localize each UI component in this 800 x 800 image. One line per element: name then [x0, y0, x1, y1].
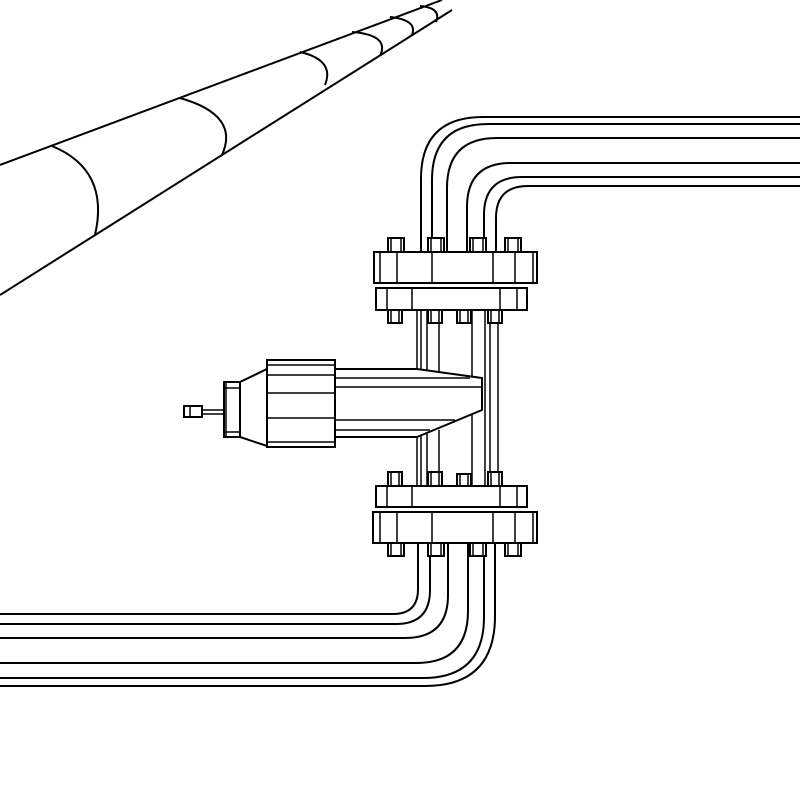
bolt-nut [427, 471, 443, 487]
pipe-line [0, 543, 419, 615]
flange-assemblies [372, 237, 538, 557]
lower-bent-pipe [0, 543, 496, 687]
pipe-line [0, 543, 485, 679]
flange [375, 485, 528, 508]
valve [183, 359, 483, 448]
bolt-nut [427, 308, 443, 324]
flange [375, 287, 528, 311]
bolt-nut [487, 308, 503, 324]
valve-actuator-body [266, 359, 336, 448]
upper-bent-pipe [420, 116, 800, 253]
pipe-line [466, 162, 800, 253]
large-diagonal-pipe [0, 0, 453, 296]
pipe-line [0, 543, 496, 687]
pipe-line [483, 176, 800, 253]
bolt-nut [487, 471, 503, 487]
pipe-line [446, 137, 800, 253]
valve-stem-handle [183, 405, 203, 418]
pipe-line [0, 543, 431, 625]
flange [373, 251, 538, 284]
pipe-line [0, 543, 449, 639]
flange [372, 511, 538, 544]
bolt-nut [387, 471, 403, 487]
pipe-line [0, 543, 469, 664]
pipe-line [431, 123, 800, 253]
bolt-nut [456, 308, 472, 324]
pipe-line [420, 116, 800, 253]
bolt-nut [387, 308, 403, 324]
pipe-line [495, 185, 800, 253]
